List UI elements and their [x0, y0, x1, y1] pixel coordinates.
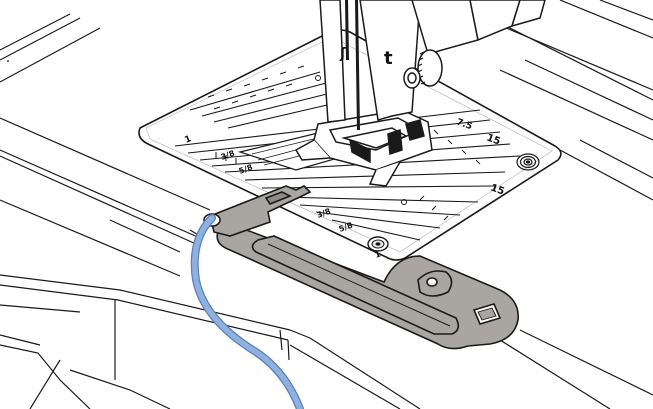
screw-icon: [367, 236, 389, 252]
plate-dot: [401, 199, 407, 205]
plate-label-15-right: 15: [489, 182, 506, 197]
clamp-screw-icon: [403, 67, 421, 89]
machine-head: ʃ t: [319, 0, 546, 123]
cord: [190, 214, 304, 409]
spiral-mark-icon: [516, 153, 540, 171]
cord-attachment: [203, 185, 519, 350]
plate-dot: [315, 75, 321, 81]
needle-bar-symbol-left: ʃ: [339, 46, 347, 62]
plate-label-1: 1: [183, 134, 193, 146]
needle-bar-symbol-right: t: [384, 48, 393, 69]
plate-label-1-bottom: 1: [374, 249, 383, 260]
knob-icon: [417, 49, 443, 87]
plate-label-15-top: 15: [485, 132, 502, 147]
